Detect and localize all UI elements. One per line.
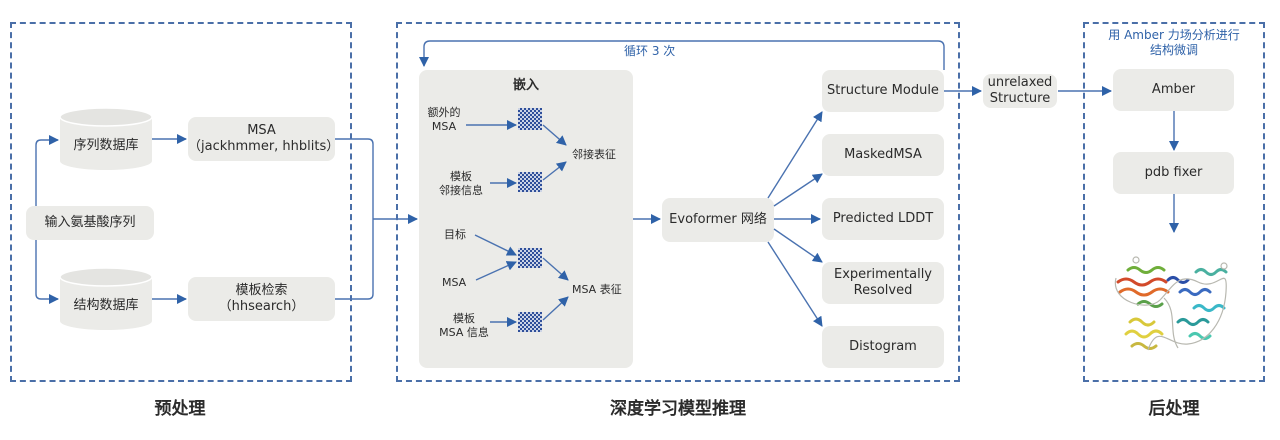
output-experimentally-resolved: Experimentally Resolved bbox=[822, 262, 944, 304]
structure-database-label: 结构数据库 bbox=[73, 297, 139, 313]
database-icon bbox=[60, 268, 152, 330]
matrix-icon bbox=[518, 108, 542, 130]
evoformer-box: Evoformer 网络 bbox=[662, 198, 774, 242]
postprocess-section bbox=[1083, 22, 1265, 382]
inference-caption: 深度学习模型推理 bbox=[610, 399, 746, 419]
template-search-tools: （hhsearch） bbox=[218, 299, 305, 314]
msa-representation-label: MSA 表征 bbox=[572, 283, 622, 296]
matrix-icon bbox=[518, 248, 542, 268]
embedding-title: 嵌入 bbox=[512, 78, 539, 93]
matrix-icon bbox=[518, 172, 542, 192]
msa-search-tools: （jackhmmer, hhblits） bbox=[188, 139, 340, 154]
loop-label: 循环 3 次 bbox=[624, 44, 676, 58]
extra-msa-label: 额外的 MSA bbox=[427, 106, 461, 133]
postprocess-caption: 后处理 bbox=[1148, 399, 1200, 419]
template-pair-label: 模板 邻接信息 bbox=[439, 170, 483, 197]
database-icon bbox=[60, 108, 152, 170]
postprocess-title: 用 Amber 力场分析进行 结构微调 bbox=[1108, 28, 1240, 57]
template-msa-label: 模板 MSA 信息 bbox=[439, 312, 489, 339]
pair-representation-label: 邻接表征 bbox=[572, 148, 616, 161]
input-sequence-box: 输入氨基酸序列 bbox=[26, 206, 154, 240]
evoformer-label: Evoformer 网络 bbox=[669, 212, 767, 227]
output-masked-msa: MaskedMSA bbox=[822, 134, 944, 176]
msa-search-box: MSA （jackhmmer, hhblits） bbox=[188, 117, 340, 161]
msa-label: MSA bbox=[442, 276, 467, 289]
preprocess-caption: 预处理 bbox=[154, 399, 206, 419]
pdbfixer-box: pdb fixer bbox=[1113, 152, 1234, 194]
output-distogram: Distogram bbox=[822, 326, 944, 368]
inference-section bbox=[396, 22, 960, 382]
template-search-box: 模板检索 （hhsearch） bbox=[188, 277, 335, 321]
target-label: 目标 bbox=[444, 228, 466, 241]
sequence-database-label: 序列数据库 bbox=[73, 137, 139, 153]
output-predicted-lddt: Predicted LDDT bbox=[822, 198, 944, 240]
sequence-database: 序列数据库 bbox=[60, 108, 152, 170]
msa-search-title: MSA bbox=[247, 123, 276, 138]
matrix-icon bbox=[518, 312, 542, 332]
output-structure-module: Structure Module bbox=[822, 70, 944, 112]
structure-database: 结构数据库 bbox=[60, 268, 152, 330]
input-sequence-label: 输入氨基酸序列 bbox=[44, 215, 136, 230]
amber-box: Amber bbox=[1113, 69, 1234, 111]
unrelaxed-structure-box: unrelaxed Structure bbox=[983, 74, 1057, 108]
protein-structure-icon bbox=[1114, 256, 1228, 351]
template-search-title: 模板检索 bbox=[235, 283, 288, 298]
